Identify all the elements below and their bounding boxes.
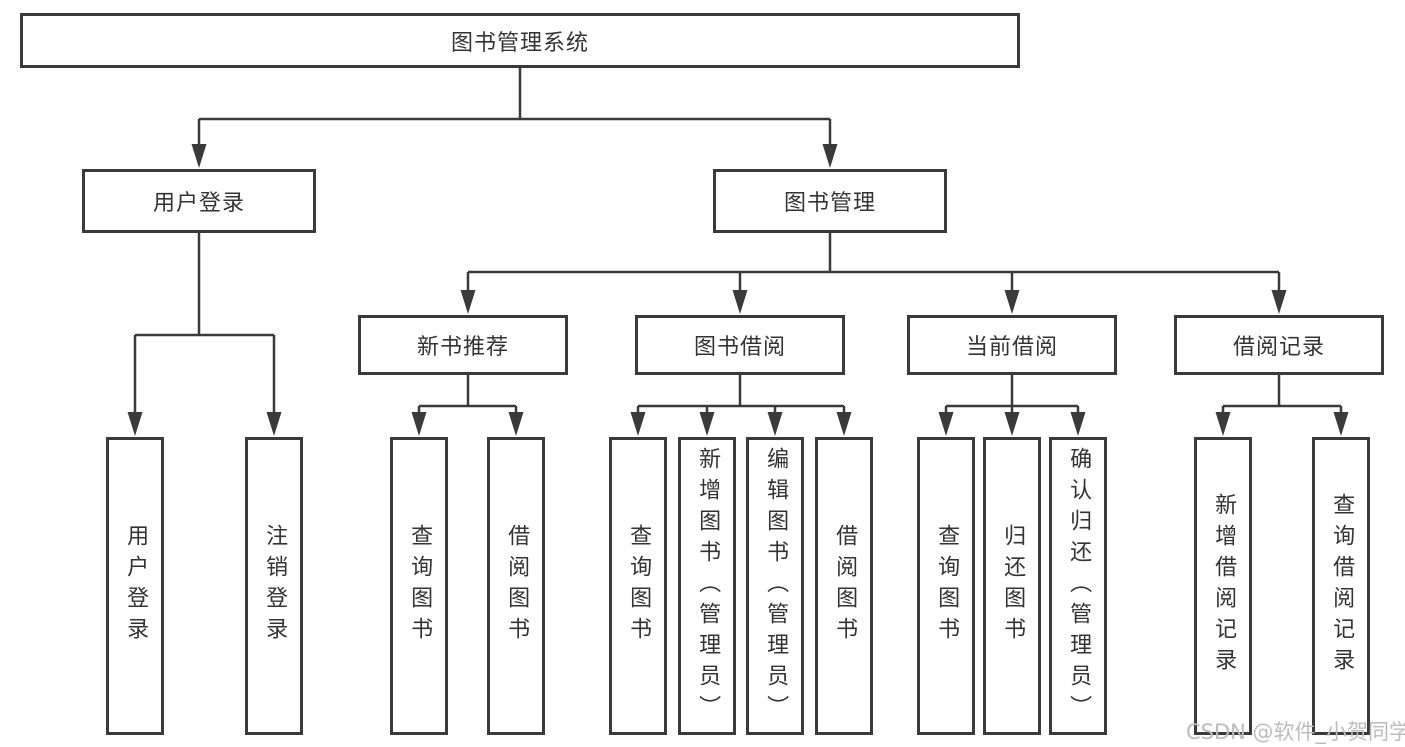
leaf-query-books-borrowing: 查询图书	[609, 437, 667, 735]
leaf-edit-book-admin: 编辑图书（管理员）	[746, 437, 804, 735]
connector-records-to-children	[1215, 375, 1349, 436]
node-label: 借阅图书	[504, 524, 530, 648]
node-borrowing-records: 借阅记录	[1174, 315, 1384, 375]
leaf-user-login: 用户登录	[106, 437, 164, 735]
leaf-query-books-recommend: 查询图书	[390, 437, 448, 735]
connector-root-to-level2	[191, 68, 838, 168]
node-label: 查询图书	[626, 524, 652, 648]
node-label: 当前借阅	[965, 335, 1058, 360]
node-label: 归还图书	[1000, 524, 1026, 648]
node-book-management: 图书管理	[713, 169, 947, 233]
node-label: 注销登录	[262, 524, 288, 648]
connector-newbook-to-children	[411, 375, 524, 436]
node-label: 图书管理	[783, 191, 876, 216]
node-user-login: 用户登录	[82, 169, 316, 233]
leaf-borrow-books-recommend: 借阅图书	[487, 437, 545, 735]
connector-current-to-children	[938, 375, 1086, 436]
node-label: 新书推荐	[416, 335, 509, 360]
csdn-watermark: CSDN @软件_小贺同学	[1186, 720, 1405, 744]
node-label: 借阅记录	[1232, 335, 1325, 360]
leaf-logout: 注销登录	[245, 437, 303, 735]
node-label: 查询图书	[407, 524, 433, 648]
node-book-borrowing: 图书借阅	[635, 315, 845, 375]
leaf-query-books-current: 查询图书	[917, 437, 975, 735]
node-label: 图书借阅	[693, 335, 786, 360]
node-label: 新增图书（管理员）	[695, 446, 721, 726]
node-label: 编辑图书（管理员）	[763, 446, 789, 726]
leaf-return-book: 归还图书	[983, 437, 1041, 735]
node-label: 新增借阅记录	[1211, 493, 1237, 679]
leaf-add-borrow-record: 新增借阅记录	[1194, 437, 1252, 735]
connector-borrowing-to-children	[630, 375, 852, 436]
leaf-add-book-admin: 新增图书（管理员）	[678, 437, 736, 735]
leaf-borrow-books-borrowing: 借阅图书	[815, 437, 873, 735]
node-label: 查询图书	[934, 524, 960, 648]
node-library-management-system: 图书管理系统	[20, 13, 1020, 68]
node-new-book-recommendation: 新书推荐	[358, 315, 568, 375]
node-label: 查询借阅记录	[1329, 493, 1355, 679]
node-label: 借阅图书	[832, 524, 858, 648]
node-current-borrowing: 当前借阅	[907, 315, 1117, 375]
node-label: 用户登录	[123, 524, 149, 648]
connector-management-to-level3	[460, 233, 1287, 314]
node-label: 确认归还（管理员）	[1066, 446, 1092, 726]
leaf-confirm-return-admin: 确认归还（管理员）	[1049, 437, 1107, 735]
leaf-query-borrow-record: 查询借阅记录	[1312, 437, 1370, 735]
node-label: 图书管理系统	[450, 30, 589, 56]
connector-login-to-children	[127, 233, 282, 436]
node-label: 用户登录	[152, 191, 245, 216]
